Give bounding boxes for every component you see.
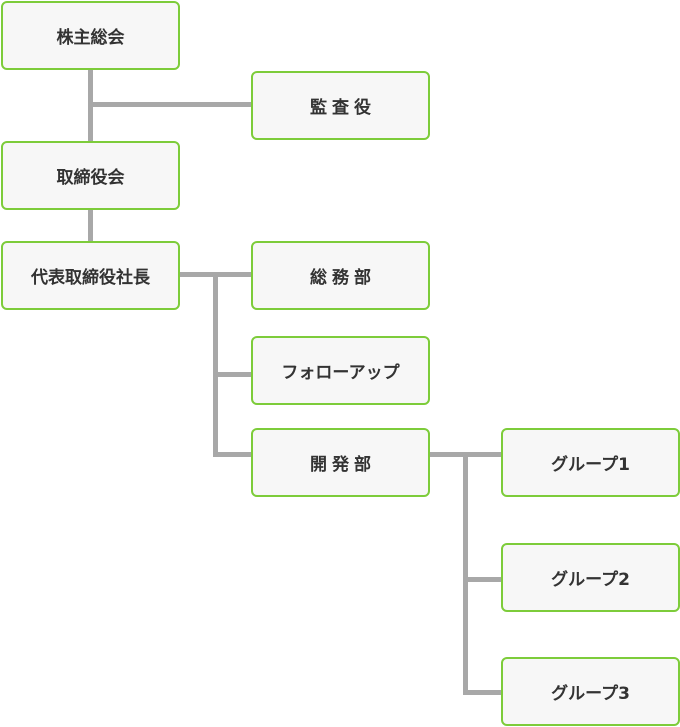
node-follow-up: フォローアップ xyxy=(251,336,430,405)
connector-board-to-ceo xyxy=(88,208,93,241)
node-board-of-directors: 取締役会 xyxy=(1,141,180,210)
node-development: 開発部 xyxy=(251,428,430,497)
node-ceo: 代表取締役社長 xyxy=(1,241,180,310)
node-group-2: グループ2 xyxy=(501,543,680,612)
connector-to-auditor xyxy=(91,102,252,107)
node-shareholders-meeting: 株主総会 xyxy=(1,1,180,70)
node-general-affairs: 総務部 xyxy=(251,241,430,310)
node-auditor: 監査役 xyxy=(251,71,430,140)
node-group-3: グループ3 xyxy=(501,657,680,726)
connector-to-follow-up xyxy=(213,372,252,377)
connector-shareholders-to-board xyxy=(88,68,93,142)
node-group-1: グループ1 xyxy=(501,428,680,497)
connector-to-development xyxy=(213,452,252,457)
connector-to-group-3 xyxy=(463,690,502,695)
connector-to-group-2 xyxy=(463,577,502,582)
connector-ceo-branch-vertical xyxy=(213,272,218,456)
connector-development-branch-vertical xyxy=(463,452,468,695)
